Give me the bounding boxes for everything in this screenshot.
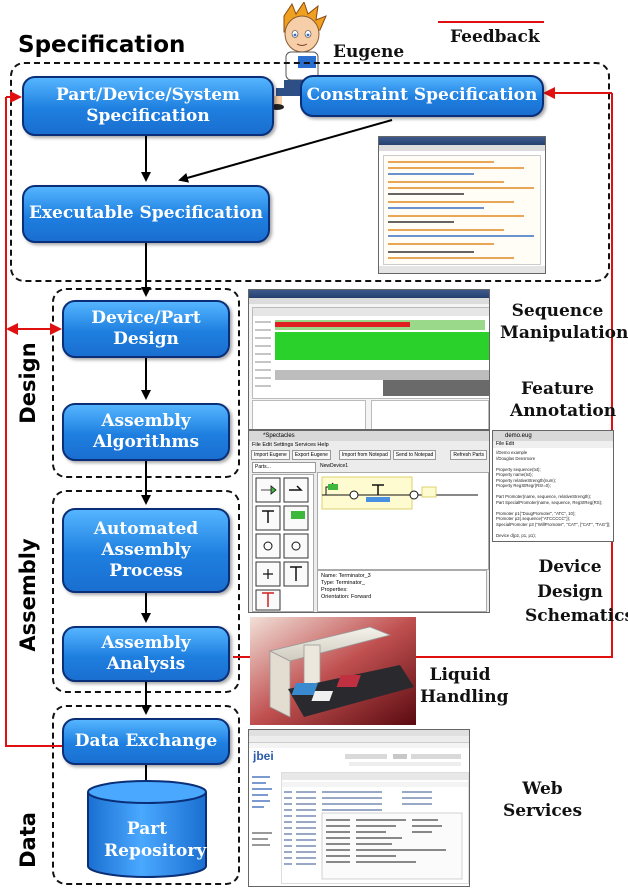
feedback-legend-label: Feedback bbox=[450, 27, 540, 47]
constraint-specification-node[interactable]: Constraint Specification bbox=[300, 75, 544, 117]
import-notepad-button[interactable]: Import from Notepad bbox=[338, 450, 391, 460]
demo-title: demo.eug bbox=[493, 431, 613, 441]
assembly-algorithms-node[interactable]: Assembly Algorithms bbox=[62, 403, 230, 461]
export-eugene-button[interactable]: Export Eugene bbox=[291, 450, 331, 460]
specification-group bbox=[10, 62, 610, 282]
demo-code-line: Promoter p1("DougPromoter", "ATC", 10); bbox=[496, 510, 576, 516]
feedback-legend-line bbox=[438, 21, 544, 23]
sequence-manipulation-label: Sequence Manipulation bbox=[500, 301, 628, 344]
section-title-specification: Specification bbox=[18, 32, 186, 58]
executable-specification-node[interactable]: Executable Specification bbox=[22, 185, 270, 243]
assembly-analysis-node[interactable]: Assembly Analysis bbox=[62, 626, 230, 682]
spectacles-info-line: Orientation: Forward bbox=[321, 594, 372, 600]
send-notepad-button[interactable]: Send to Notepad bbox=[392, 450, 437, 460]
demo-code-line: //Demo example bbox=[496, 450, 528, 455]
refresh-parts-button[interactable]: Refresh Parts bbox=[450, 450, 487, 460]
demo-code-line: Property RegStRegr(RS!=0); bbox=[496, 483, 551, 488]
spectacles-menu: File Edit Settings Services Help bbox=[252, 442, 329, 448]
spectacles-title: *Spectacles bbox=[249, 431, 489, 441]
demo-code-line: Property relativeStrength(num); bbox=[496, 477, 556, 483]
device-design-schematics-label: Device Design Schematics bbox=[525, 557, 628, 627]
import-eugene-button[interactable]: Import Eugene bbox=[251, 450, 290, 460]
demo-code-line: //Douglas Densmore bbox=[496, 455, 536, 461]
demo-code-line: SpecialPromoter p3 ("WillPromoter", "CAT… bbox=[496, 521, 611, 527]
flow-arrows bbox=[141, 119, 393, 782]
demo-eug-screenshot: demo.eug File Edit //Demo example //Doug… bbox=[492, 430, 614, 542]
database-icon bbox=[87, 780, 207, 878]
liquid-handling-label: Liquid Handling bbox=[420, 665, 509, 708]
web-registry-screenshot: jbei bbox=[248, 729, 470, 887]
demo-code-line: Part Promoter(name, sequence, relativeSt… bbox=[496, 494, 592, 499]
feature-annotation-label: Feature Annotation bbox=[510, 379, 617, 422]
demo-code-line: Device d(p2, p1, p1); bbox=[496, 532, 536, 538]
spectacles-device-tab[interactable]: NewDevice1 bbox=[320, 463, 349, 469]
demo-menu: File Edit bbox=[493, 441, 613, 448]
jbei-logo: jbei bbox=[253, 749, 274, 763]
data-exchange-node[interactable]: Data Exchange bbox=[62, 718, 230, 765]
spectacles-info-line: Name: Terminator_3 bbox=[321, 573, 371, 579]
eugene-label: Eugene bbox=[333, 42, 405, 62]
eugene-editor-screenshot bbox=[378, 136, 546, 274]
sequence-editor-screenshot bbox=[248, 289, 490, 430]
demo-code-line: Property sequence(txt); bbox=[496, 466, 541, 472]
part-repository-label: Part Repository bbox=[104, 819, 207, 862]
parts-dropdown[interactable]: Parts... bbox=[252, 462, 316, 473]
demo-code-line: Part SpecialPromoter(name, sequence, Reg… bbox=[496, 499, 603, 505]
demo-code-line: Property name(txt); bbox=[496, 472, 533, 477]
spectacles-info-line: Properties: bbox=[321, 587, 348, 593]
web-services-label: Web Services bbox=[502, 779, 583, 822]
part-repository-cylinder[interactable]: Part Repository bbox=[86, 780, 208, 880]
spectacles-screenshot: *Spectacles File Edit Settings Services … bbox=[248, 430, 490, 613]
demo-code-line: Promoter p2(.sequence("ATCCCCC")); bbox=[496, 516, 571, 521]
liquid-handling-robot-image bbox=[250, 617, 416, 725]
spectacles-info-line: Type: Terminator_ bbox=[321, 580, 365, 586]
device-part-design-node[interactable]: Device/Part Design bbox=[62, 300, 230, 358]
part-device-system-specification-node[interactable]: Part/Device/System Specification bbox=[22, 76, 274, 136]
automated-assembly-process-node[interactable]: Automated Assembly Process bbox=[62, 508, 230, 593]
